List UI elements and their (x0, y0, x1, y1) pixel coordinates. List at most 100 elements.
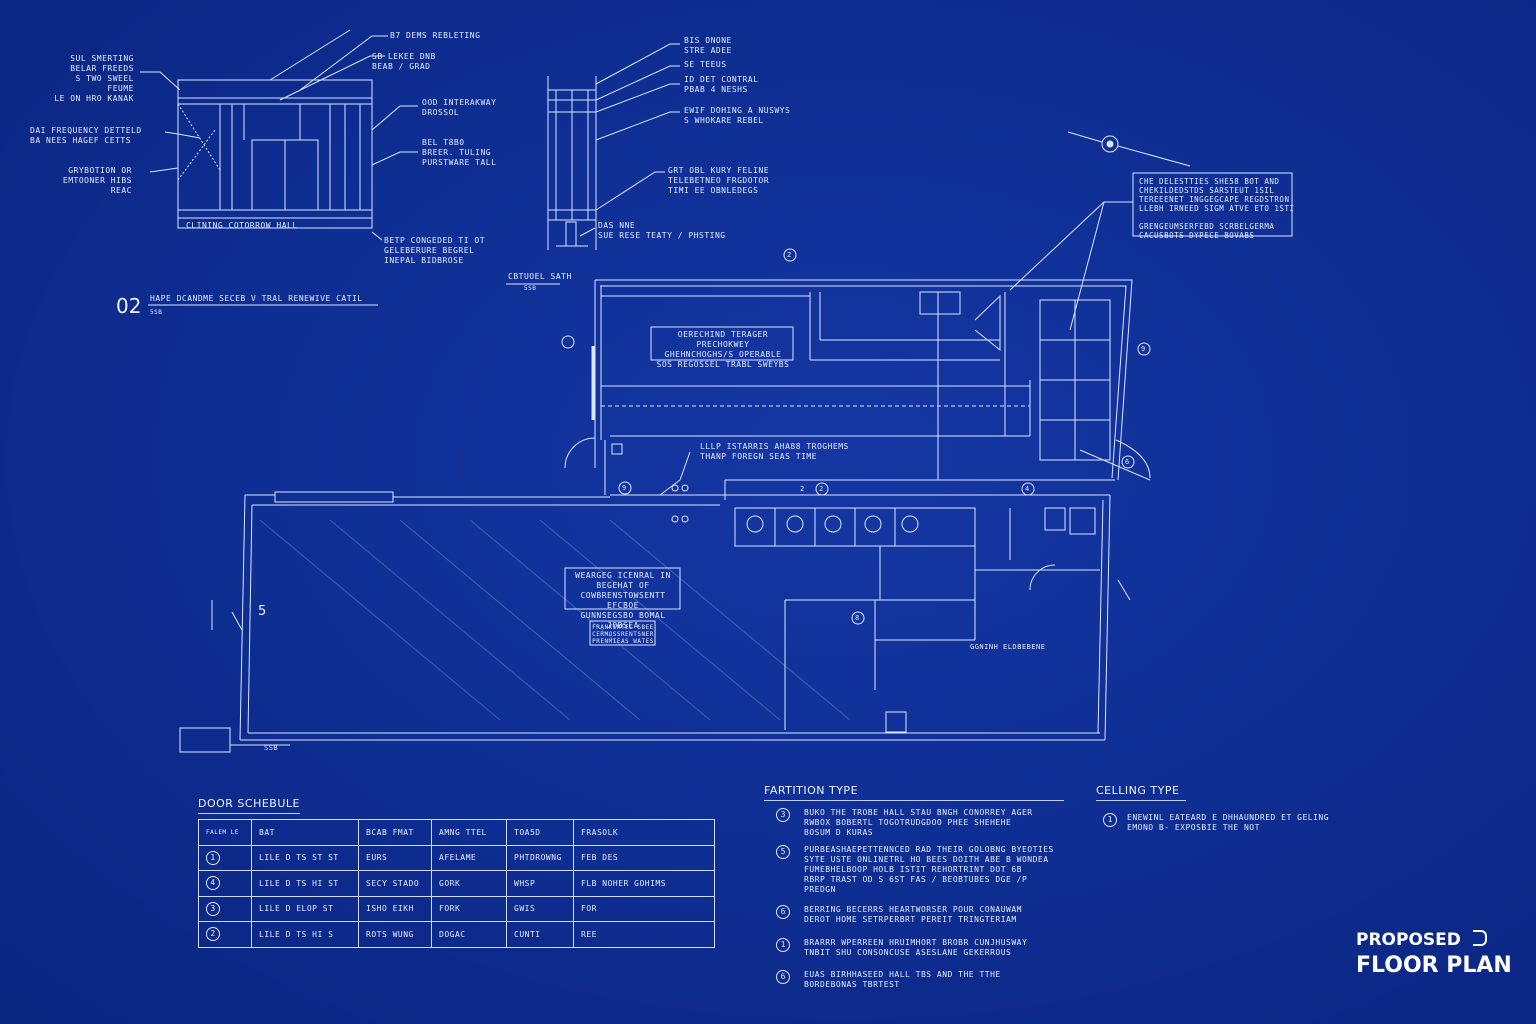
wall-callout-right-3: BETP CONGEDED TI OT GELEBERURE BEGREL IN… (384, 236, 486, 265)
column-header: BAT (251, 819, 359, 846)
partition-text: BUKO THE TROBE HALL STAU BNGH CONORREY A… (804, 808, 1033, 837)
table-cell: LILE D ELOP ST (251, 895, 359, 922)
table-cell: ISHO EIKH (358, 895, 432, 922)
partition-type-item: 6 EUAS BIRHHASEED HALL TBS AND THE TTHE … (776, 970, 1001, 990)
partition-number: 3 (776, 808, 790, 822)
partition-text: EUAS BIRHHASEED HALL TBS AND THE TTHE BO… (804, 970, 1001, 989)
section-number: 02 (116, 294, 142, 318)
partition-text: BERRING BECERRS HEARTWORSER POUR CONAUWA… (804, 905, 1022, 924)
table-cell: AFELAME (431, 844, 507, 871)
wall-callout-right-2: BEL T8B0 BREER. TULING PURSTWARE TALL (422, 138, 497, 167)
table-cell: PHTDROWNG (506, 844, 574, 871)
table-cell: GWIS (506, 895, 574, 922)
wall-detail-label: CLINING COTORROW HALL (186, 221, 298, 230)
section-callout-2: SE TEEUS (684, 60, 727, 69)
table-cell: GORK (431, 870, 507, 897)
table-cell: DOGAC (431, 921, 507, 948)
plan-bottom-tag: SSB (264, 744, 279, 752)
grid-bubble-label: 9 (1141, 345, 1146, 353)
door-number-cell: 4 (198, 870, 252, 897)
partition-type-item: 6 BERRING BECERRS HEARTWORSER POUR CONAU… (776, 905, 1022, 925)
grid-bubble-label: 2 (787, 251, 792, 259)
section-title-sub: 5SB (150, 309, 163, 316)
section-caption-sub: 5SB (524, 285, 537, 292)
table-row: 3 LILE D ELOP ST ISHO EIKH FORK GWIS FOR (198, 895, 715, 922)
grid-bubble-label: 6 (1125, 458, 1130, 466)
table-row: 4 LILE D TS HI ST SECY STADO GORK WHSP F… (198, 870, 715, 897)
wall-callout-2: DAI FREQUENCY DETTELD BA NEES HAGEF CETT… (30, 126, 142, 145)
north-arrow (1067, 131, 1191, 167)
grid-bubble-label: 4 (1025, 485, 1030, 493)
column-header: TOA5D (506, 819, 574, 846)
wall-callout-right-1: OOD INTERAKWAY DROSSOL (422, 98, 497, 117)
section-detail-drawing (506, 43, 680, 285)
column-header: BCAB FMAT (358, 819, 432, 846)
table-cell: FOR (573, 895, 715, 922)
partition-number: 6 (776, 905, 790, 919)
table-cell: SECY STADO (358, 870, 432, 897)
table-cell: FORK (431, 895, 507, 922)
section-callout-5: GRT OBL KURY FELINE TELEBETNEO FRGDOTOR … (668, 166, 770, 195)
room-mid-note: LLLP ISTARRIS AHA88 TROGHEMS THANP FOREG… (700, 442, 849, 461)
section-callout-4: EWIF DOHING A NUSWYS S WHOKARE REBEL (684, 106, 791, 125)
door-schedule-table: FALEM LE BAT BCAB FMAT AMNG TTEL TOA5D F… (198, 819, 715, 948)
big-room-subnote: FRANKIMTEL SBEE CERMOSSRENTSNER PRENMIEA… (592, 624, 654, 645)
table-cell: LILE D TS HI S (251, 921, 359, 948)
column-header: AMNG TTEL (431, 819, 507, 846)
table-cell: REE (573, 921, 715, 948)
room-number: 5 (258, 604, 267, 619)
table-row: 1 LILE D TS ST ST EURS AFELAME PHTDROWNG… (198, 844, 715, 871)
section-callout-1: BIS ONONE STRE ADEE (684, 36, 732, 55)
ceiling-text: ENEWINL EATEARD E DHHAUNDRED ET GELING E… (1127, 813, 1330, 832)
wall-callout-3: GRYBOTION OR EMTOONER HIBS REAC (62, 166, 132, 195)
partition-number: 5 (776, 845, 790, 859)
partition-number: 6 (776, 970, 790, 984)
grid-bubble-label: 2 (819, 485, 824, 493)
table-cell: WHSP (506, 870, 574, 897)
door-schedule-title: DOOR SCHEBULE (198, 797, 300, 814)
door-number-cell: 3 (198, 895, 252, 922)
partition-text: BRARRR WPERREEN HRUIMHORT BROBR CUNJHUSW… (804, 938, 1028, 957)
title-line-1: PROPOSED (1356, 930, 1487, 950)
section-callout-6: DAS NNE SUE RESE TEATY / PHSTING (598, 221, 726, 240)
wall-callout-1: SUL SMERTING BELAR FREEDS S TWO SWEEL FE… (54, 54, 134, 103)
ceiling-number: 1 (1103, 813, 1117, 827)
general-notes: CHE DELESTTIES SHE58 BOT AND CHEKILDEDST… (1139, 177, 1295, 240)
grid-bubble-label: 2 (800, 485, 805, 493)
table-cell: LILE D TS ST ST (251, 844, 359, 871)
table-cell: EURS (358, 844, 432, 871)
ceiling-type-title: CELLING TYPE (1096, 784, 1186, 801)
general-notes-box (1132, 172, 1293, 237)
wall-callout-top-1: B7 DEMS REBLETING (390, 31, 481, 40)
partition-number: 1 (776, 938, 790, 952)
section-caption: CBTUOEL SATH (508, 272, 572, 281)
section-title: HAPE DCANDME SECEB V TRAL RENEWIVE CATIL (150, 294, 363, 303)
title-line-2: FLOOR PLAN (1356, 953, 1512, 978)
table-cell: ROTS WUNG (358, 921, 432, 948)
partition-type-item: 1 BRARRR WPERREEN HRUIMHORT BROBR CUNJHU… (776, 938, 1027, 958)
door-number-cell: 1 (198, 844, 252, 871)
wall-detail-drawing (140, 29, 418, 241)
corridor-note: GGNINH ELDBEBENE (970, 643, 1046, 651)
door-number-cell: 2 (198, 921, 252, 948)
table-cell: FLB NOHER GOHIMS (573, 870, 715, 897)
big-room-note: WEARGEG ICENRAL IN BEGEHAT OF COWBRENSTO… (575, 571, 671, 630)
column-header: FALEM LE (198, 819, 252, 846)
partition-type-item: 5 PURBEASHAEPETTENNCED RAD THEIR GOLOBNG… (776, 845, 1054, 895)
table-row: 2 LILE D TS HI S ROTS WUNG DOGAC CUNTI R… (198, 921, 715, 948)
partition-text: PURBEASHAEPETTENNCED RAD THEIR GOLOBNG B… (804, 845, 1054, 894)
partition-type-title: FARTITION TYPE (764, 784, 1064, 801)
wall-callout-top-2: SB LEKEE DNB BEAB / GRAD (372, 52, 436, 71)
grid-bubble-label: 8 (855, 614, 860, 622)
grid-bubble-label: 9 (622, 484, 627, 492)
ceiling-type-item: 1 ENEWINL EATEARD E DHHAUNDRED ET GELING… (1103, 813, 1329, 833)
title-bracket-icon (1472, 930, 1487, 946)
partition-type-item: 3 BUKO THE TROBE HALL STAU BNGH CONORREY… (776, 808, 1033, 838)
table-cell: CUNTI (506, 921, 574, 948)
room-upper-note: OERECHIND TERAGER PRECHOKWEY GHEHNCHOGHS… (656, 330, 790, 369)
floor-plan-drawing (179, 248, 1151, 753)
column-header: FRASOLK (573, 819, 715, 846)
table-header-row: FALEM LE BAT BCAB FMAT AMNG TTEL TOA5D F… (198, 819, 715, 846)
